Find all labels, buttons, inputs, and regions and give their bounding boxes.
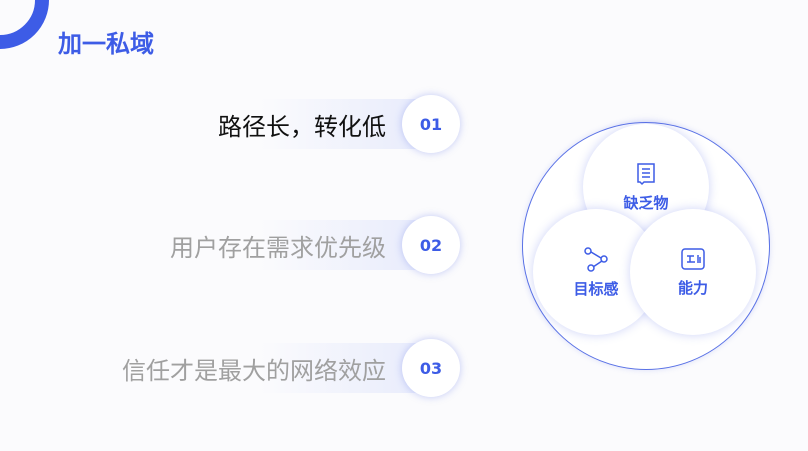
- item-number-badge: 02: [402, 216, 460, 274]
- list-item-1: 路径长，转化低 01: [218, 95, 460, 153]
- item-text: 用户存在需求优先级: [170, 233, 386, 262]
- ability-icon: [681, 247, 705, 270]
- venn-label-top: 缺乏物: [623, 193, 669, 212]
- document-list-icon: [637, 162, 655, 185]
- item-number-badge: 03: [402, 339, 460, 397]
- venn-circle-right: 能力: [630, 209, 756, 335]
- venn-label-right: 能力: [677, 278, 708, 297]
- page-title: 加一私域: [58, 29, 154, 58]
- list-item-3: 信任才是最大的网络效应 03: [122, 339, 460, 397]
- item-number-badge: 01: [402, 95, 460, 153]
- share-nodes-icon: [584, 246, 608, 272]
- venn-label-left: 目标感: [573, 279, 619, 298]
- list-item-2: 用户存在需求优先级 02: [170, 216, 460, 274]
- decorative-ring: [0, 0, 49, 49]
- item-text: 路径长，转化低: [218, 112, 386, 141]
- item-text: 信任才是最大的网络效应: [122, 356, 386, 385]
